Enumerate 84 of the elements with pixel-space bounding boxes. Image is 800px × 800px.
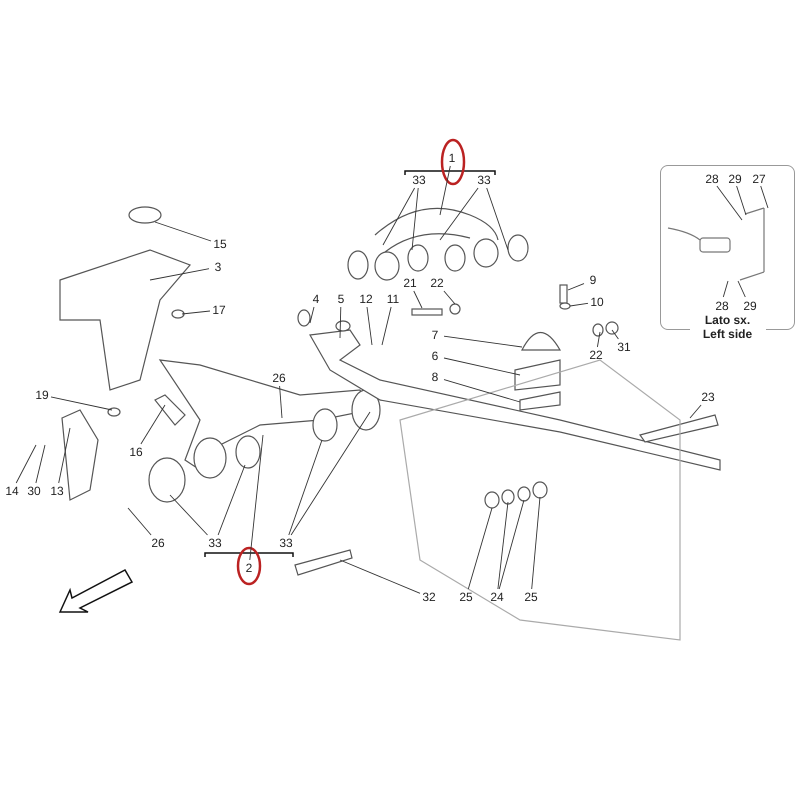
inset-caption: Lato sx. Left side [690, 313, 766, 341]
callout-number: 30 [27, 484, 41, 498]
leader-line [290, 412, 370, 536]
leader-line [612, 330, 619, 340]
callout-number: 22 [589, 348, 603, 362]
leader-line [498, 500, 524, 590]
leader-line [440, 188, 479, 240]
leader-line [182, 310, 210, 314]
leader-line [531, 496, 540, 590]
callout-number: 33 [477, 173, 491, 187]
callout-number: 17 [212, 303, 226, 317]
leader-line [570, 302, 588, 306]
leader-line [382, 188, 416, 246]
callout-number: 27 [752, 172, 766, 186]
callout-number: 11 [386, 292, 400, 306]
leader-line [568, 283, 584, 290]
callout-number: 24 [490, 590, 504, 604]
callout-number: 31 [617, 340, 631, 354]
leader-line [486, 188, 508, 250]
callout-number: 33 [208, 536, 222, 550]
leader-line [340, 560, 420, 594]
callout-number: 10 [590, 295, 604, 309]
leader-line [382, 306, 392, 346]
leader-line [443, 290, 456, 304]
callout-number: 33 [279, 536, 293, 550]
leader-line [170, 494, 208, 536]
callout-number: 25 [459, 590, 473, 604]
leader-line [736, 186, 746, 216]
callout-number: 1 [448, 151, 456, 165]
callout-number: 12 [359, 292, 373, 306]
callout-number: 23 [701, 390, 715, 404]
callout-number: 29 [743, 299, 757, 313]
callout-number: 7 [432, 328, 438, 342]
callout-number: 9 [590, 273, 596, 287]
leader-line [35, 444, 46, 484]
leader-line [50, 396, 112, 410]
callout-number: 22 [430, 276, 444, 290]
callout-number: 28 [715, 299, 729, 313]
leader-line [722, 280, 728, 298]
callout-number: 6 [432, 349, 438, 363]
callout-number: 32 [422, 590, 436, 604]
callout-number: 26 [151, 536, 165, 550]
callout-number: 2 [246, 561, 252, 575]
leader-line [279, 386, 282, 418]
leader-line [249, 434, 264, 560]
leader-line [218, 464, 246, 536]
leader-line [738, 280, 746, 298]
leader-line [128, 508, 152, 536]
callout-number: 4 [312, 292, 320, 306]
callout-number: 14 [5, 484, 19, 498]
callout-number: 13 [50, 484, 64, 498]
callout-number: 5 [338, 292, 344, 306]
leader-line [497, 502, 508, 590]
callout-number: 28 [705, 172, 719, 186]
leader-line [690, 404, 702, 418]
leader-line [140, 404, 166, 444]
callout-number: 33 [412, 173, 426, 187]
leader-line [413, 290, 422, 308]
leader-line [444, 336, 522, 348]
callout-number: 3 [214, 260, 222, 274]
leader-line [412, 188, 419, 250]
callout-number: 15 [213, 237, 227, 251]
callout-number: 25 [524, 590, 538, 604]
callout-number: 21 [403, 276, 417, 290]
leader-line [440, 166, 451, 216]
callout-number: 29 [728, 172, 742, 186]
leader-line [340, 306, 342, 338]
leader-line [310, 306, 314, 324]
leader-line [468, 508, 492, 590]
leader-line [444, 358, 520, 376]
leader-line [444, 379, 520, 402]
leader-line [58, 428, 70, 484]
callout-number: 16 [129, 445, 143, 459]
leader-line [154, 222, 212, 242]
callout-number: 19 [35, 388, 49, 402]
callout-number: 8 [432, 370, 438, 384]
leader-line [366, 306, 372, 346]
leader-line [760, 186, 768, 208]
leader-line [716, 186, 742, 220]
leader-line [596, 332, 600, 348]
callout-number: 26 [272, 371, 286, 385]
leader-line [288, 440, 322, 536]
leader-line [16, 444, 36, 484]
leader-line [150, 268, 210, 280]
